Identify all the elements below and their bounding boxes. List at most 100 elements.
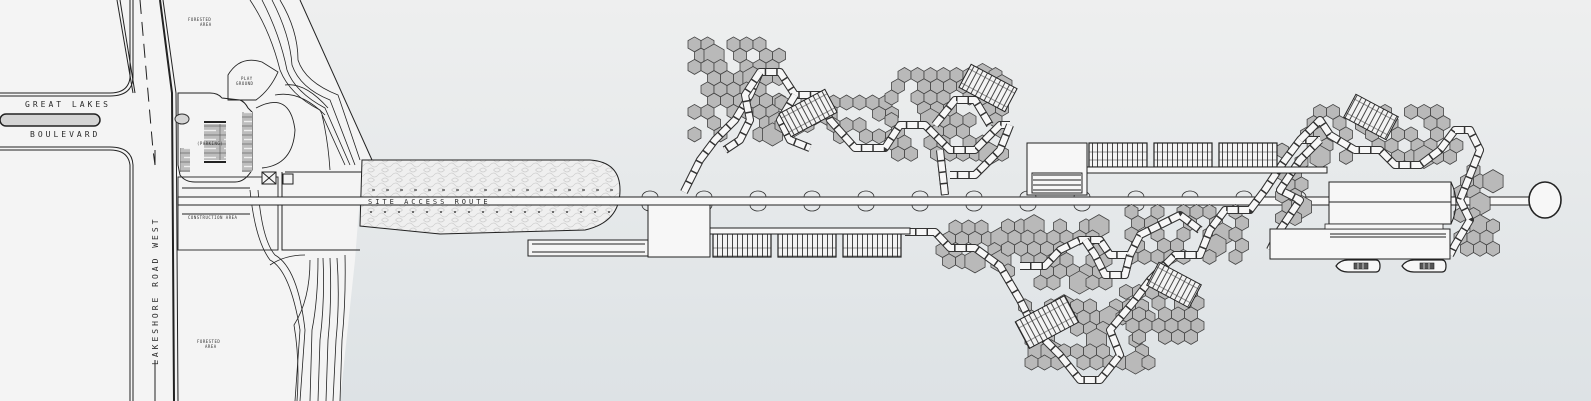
light-node bbox=[965, 190, 983, 212]
boulevard-median bbox=[0, 113, 101, 127]
light-node bbox=[911, 190, 929, 212]
island bbox=[174, 113, 190, 125]
planter-hexagon bbox=[859, 128, 873, 145]
planter-hexagon bbox=[1024, 354, 1039, 371]
planter-hexagon bbox=[942, 253, 956, 270]
construction-area: CONSTRUCTION AREA bbox=[177, 171, 370, 251]
terminal-building-lower bbox=[1269, 223, 1451, 260]
north-pavilion bbox=[1026, 142, 1088, 196]
boat bbox=[1335, 259, 1381, 273]
planter-hexagon bbox=[884, 89, 899, 106]
planter-hexagon bbox=[1037, 354, 1052, 371]
turnaround-bulb bbox=[1528, 181, 1562, 219]
planter-hexagon bbox=[904, 145, 918, 162]
planter-hexagon bbox=[1089, 354, 1104, 371]
planter-hexagon bbox=[1033, 274, 1048, 291]
boardwalk bbox=[1020, 212, 1202, 269]
planter-hexagon bbox=[852, 94, 867, 111]
planter-hexagon bbox=[1137, 248, 1152, 265]
boardwalk bbox=[681, 69, 1010, 194]
light-node bbox=[857, 190, 875, 212]
planter-hexagon bbox=[1460, 240, 1474, 257]
angled-deck bbox=[1343, 93, 1399, 141]
playground-label-1: PLAY bbox=[241, 76, 253, 81]
buildings bbox=[647, 142, 1457, 260]
boardwalk bbox=[932, 97, 993, 127]
lakeshore-road-west: LAKESHORE ROAD WEST bbox=[116, 0, 179, 401]
planter-hexagon bbox=[1404, 103, 1418, 120]
parking-stalls-west bbox=[180, 148, 190, 172]
planter-hexagon bbox=[1076, 354, 1091, 371]
forested-area-label-south-1: FORESTED bbox=[197, 339, 220, 344]
boardwalk bbox=[905, 137, 1320, 383]
floating-dock bbox=[842, 233, 902, 258]
planter-hexagon bbox=[1184, 328, 1198, 345]
angled-deck bbox=[958, 63, 1018, 113]
planter-hexagon bbox=[1119, 283, 1133, 300]
gate-building bbox=[647, 204, 711, 258]
angled-deck bbox=[1146, 261, 1202, 309]
boulevard-label-bottom: BOULEVARD bbox=[30, 130, 100, 139]
forested-area-label-north-2: AREA bbox=[200, 22, 212, 27]
planter-hexagon bbox=[1473, 240, 1487, 257]
floating-dock bbox=[1153, 142, 1213, 168]
boardwalk-paths-overlay bbox=[680, 68, 1484, 384]
planter-hexagon bbox=[687, 126, 702, 143]
access-route-label: SITE ACCESS ROUTE bbox=[368, 198, 491, 206]
boardwalk bbox=[723, 70, 763, 153]
planter-hexagon bbox=[1486, 240, 1500, 257]
planter-hexagon bbox=[1482, 169, 1504, 194]
boat bbox=[1401, 259, 1447, 273]
planter-hexagon bbox=[839, 94, 854, 111]
boulevard-label-top: GREAT LAKES bbox=[25, 100, 111, 109]
construction-area-label: CONSTRUCTION AREA bbox=[188, 215, 238, 220]
parking-stalls-center bbox=[204, 124, 226, 160]
angled-deck-platforms bbox=[778, 63, 1399, 350]
road-label-vertical: LAKESHORE ROAD WEST bbox=[151, 216, 160, 365]
planter-hexagon bbox=[1085, 274, 1100, 291]
boardwalk bbox=[937, 149, 948, 196]
parking-lot: (PARKING) bbox=[174, 92, 253, 183]
great-lakes-boulevard: GREAT LAKES BOULEVARD bbox=[0, 0, 134, 401]
planter-hexagon bbox=[687, 58, 702, 75]
boat-slip-structure bbox=[527, 239, 649, 257]
shoreline-north bbox=[299, 0, 373, 161]
boardwalk bbox=[1297, 117, 1483, 257]
parking-stalls-east bbox=[242, 112, 252, 172]
boardwalk bbox=[1082, 238, 1133, 278]
floating-dock bbox=[712, 233, 772, 258]
floating-dock bbox=[1218, 142, 1278, 168]
planter-hexagon bbox=[1228, 248, 1243, 265]
planter-hexagon bbox=[1141, 354, 1156, 371]
terminal-building-upper bbox=[1328, 181, 1457, 225]
planter-hexagon bbox=[1001, 240, 1015, 257]
planter-hexagon bbox=[1443, 148, 1457, 165]
angled-deck bbox=[778, 88, 838, 138]
angled-deck bbox=[1014, 294, 1080, 350]
parking-label: (PARKING) bbox=[197, 141, 223, 146]
playground-label-2: GROUND bbox=[236, 81, 254, 86]
light-node bbox=[803, 190, 821, 212]
boardwalk bbox=[1267, 137, 1323, 252]
forested-area-label-south-2: AREA bbox=[205, 344, 217, 349]
boardwalk bbox=[777, 93, 812, 151]
boardwalk bbox=[950, 123, 1013, 178]
planter-hexagon bbox=[872, 128, 886, 145]
moored-boats bbox=[1335, 259, 1447, 273]
contour-lines bbox=[249, 0, 361, 401]
planter-hexagon bbox=[1132, 328, 1146, 345]
planter-hexagon bbox=[687, 103, 702, 120]
playground: PLAY GROUND bbox=[227, 59, 296, 169]
floating-dock bbox=[1088, 142, 1148, 168]
planter-hexagon bbox=[1171, 328, 1185, 345]
planter-hexagon bbox=[872, 105, 886, 122]
planter-hexagon bbox=[1046, 274, 1061, 291]
dock-connector-north bbox=[1086, 166, 1328, 174]
floating-dock bbox=[777, 233, 837, 258]
planter-hexagon bbox=[1158, 328, 1172, 345]
dock-connector-south bbox=[709, 227, 911, 235]
planter-hexagon bbox=[1150, 248, 1165, 265]
planter-hexagon bbox=[891, 145, 905, 162]
